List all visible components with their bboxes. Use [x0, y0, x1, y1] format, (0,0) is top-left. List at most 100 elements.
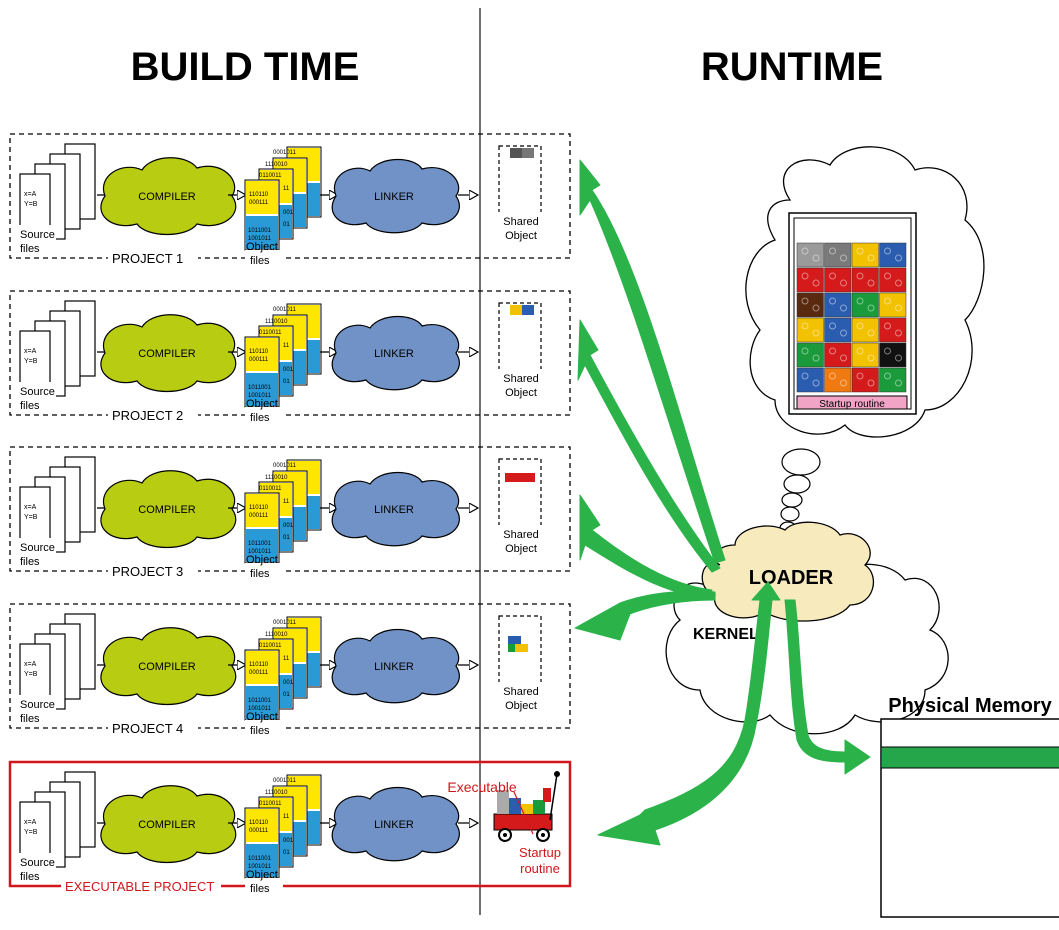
- object-code-text: 001: [283, 838, 294, 844]
- wagon-hub: [503, 833, 507, 837]
- brick-stud: [867, 329, 875, 337]
- project-frame: [9, 290, 571, 416]
- compiler-cloud: [100, 470, 237, 548]
- linker-label: LINKER: [374, 819, 414, 831]
- loader-label: LOADER: [749, 567, 834, 589]
- object-files-label: Object: [246, 869, 278, 881]
- project-frame: [9, 133, 571, 259]
- wagon-hub: [541, 833, 545, 837]
- brick-stud: [840, 254, 847, 262]
- object-code-text: 0001011: [273, 620, 297, 626]
- object-code-text: 110110: [249, 349, 269, 355]
- object-files-label: Object: [246, 241, 278, 253]
- object-code-top: [246, 494, 278, 527]
- object-code-top: [246, 651, 278, 684]
- brick: [879, 267, 907, 293]
- brick: [851, 267, 879, 293]
- object-code-top: [246, 809, 278, 842]
- brick-stud: [801, 347, 809, 355]
- brick: [851, 342, 879, 368]
- brick: [796, 242, 824, 268]
- source-label-bg: [18, 538, 56, 568]
- physical-memory-label: Physical Memory: [888, 695, 1052, 717]
- object-files-label: files: [250, 883, 270, 895]
- brick: [879, 292, 907, 318]
- source-code-line: x=A: [24, 661, 37, 668]
- brick: [796, 317, 824, 343]
- object-code-text: 1001011: [248, 236, 272, 242]
- object-code-text: 1110010: [265, 475, 288, 481]
- project-label: PROJECT 4: [112, 721, 183, 736]
- project-label-bg: [108, 407, 198, 423]
- brick-stud: [895, 279, 902, 287]
- object-code-text: 0001011: [273, 463, 297, 469]
- object-code-top: [246, 181, 278, 214]
- shared-object-brick: [508, 636, 521, 644]
- brick: [851, 242, 879, 268]
- shared-object-brick: [505, 473, 535, 482]
- project-frame: [9, 446, 571, 572]
- object-code-text: 0001011: [273, 307, 297, 313]
- object-code-text: 1001011: [248, 864, 272, 870]
- brick-stud: [801, 322, 809, 330]
- brick: [824, 342, 852, 368]
- object-code-text: 01: [283, 222, 290, 228]
- shared-object-label: Shared: [503, 373, 538, 385]
- project-frame: [8, 760, 572, 888]
- object-label-bg: [245, 878, 283, 908]
- brick-stud: [840, 304, 847, 312]
- brick-stud: [812, 329, 820, 337]
- brick: [851, 292, 879, 318]
- object-code-text: 0001011: [273, 150, 297, 156]
- object-files-label: files: [250, 725, 270, 737]
- shared-object-label: Shared: [503, 529, 538, 541]
- project-label: EXECUTABLE PROJECT: [65, 879, 214, 894]
- source-code-line: Y=B: [24, 671, 38, 678]
- brick-stud: [801, 297, 809, 305]
- brick-stud: [895, 304, 902, 312]
- brick-stud: [867, 354, 875, 362]
- project-row: PROJECT 4x=AY=BSourcefilesCOMPILER000101…: [9, 603, 571, 750]
- memory-loaded-band: [882, 747, 1059, 768]
- brick: [796, 342, 824, 368]
- brick: [851, 317, 879, 343]
- object-code-bottom: [246, 216, 278, 249]
- brick-stud: [829, 272, 836, 280]
- executable-label: Executable: [447, 779, 516, 795]
- build-time-heading: BUILD TIME: [131, 45, 360, 89]
- startup-pointer: Startup routine: [513, 791, 561, 876]
- object-label-bg: [245, 563, 283, 593]
- wagon-handle: [549, 773, 558, 821]
- startup-routine-bar: [796, 395, 908, 410]
- brick-stud: [801, 372, 809, 380]
- project-frame: [9, 603, 571, 729]
- brick-stud: [840, 279, 847, 287]
- object-code-bottom: [246, 373, 278, 406]
- runtime-heading: RUNTIME: [701, 45, 883, 89]
- object-files-label: files: [250, 412, 270, 424]
- source-code-line: x=A: [24, 191, 37, 198]
- shared-object-label: Object: [505, 700, 537, 712]
- project-label-bg: [108, 720, 198, 736]
- object-code-bottom: [246, 844, 278, 877]
- source-label-bg: [18, 695, 56, 725]
- brick-stud: [812, 254, 820, 262]
- source-label-bg: [18, 382, 56, 412]
- brick: [796, 292, 824, 318]
- shared-label-bg: [498, 369, 544, 401]
- loader-cloud: LOADER: [701, 521, 874, 622]
- brick-stud: [856, 272, 864, 280]
- compiler-label: COMPILER: [138, 661, 196, 673]
- brick-stud: [829, 297, 836, 305]
- object-code-text: 11: [283, 499, 290, 505]
- object-code-text: 11: [283, 186, 290, 192]
- startup-routine-label: Startup routine: [819, 399, 885, 410]
- source-files-label: Source: [20, 542, 55, 554]
- shared-label-bg: [498, 212, 544, 244]
- object-label-bg: [245, 407, 283, 437]
- project-row: PROJECT 1x=AY=BSourcefilesCOMPILER000101…: [9, 133, 571, 280]
- shared-object-brick: [510, 148, 522, 158]
- object-code-text: 001: [283, 210, 294, 216]
